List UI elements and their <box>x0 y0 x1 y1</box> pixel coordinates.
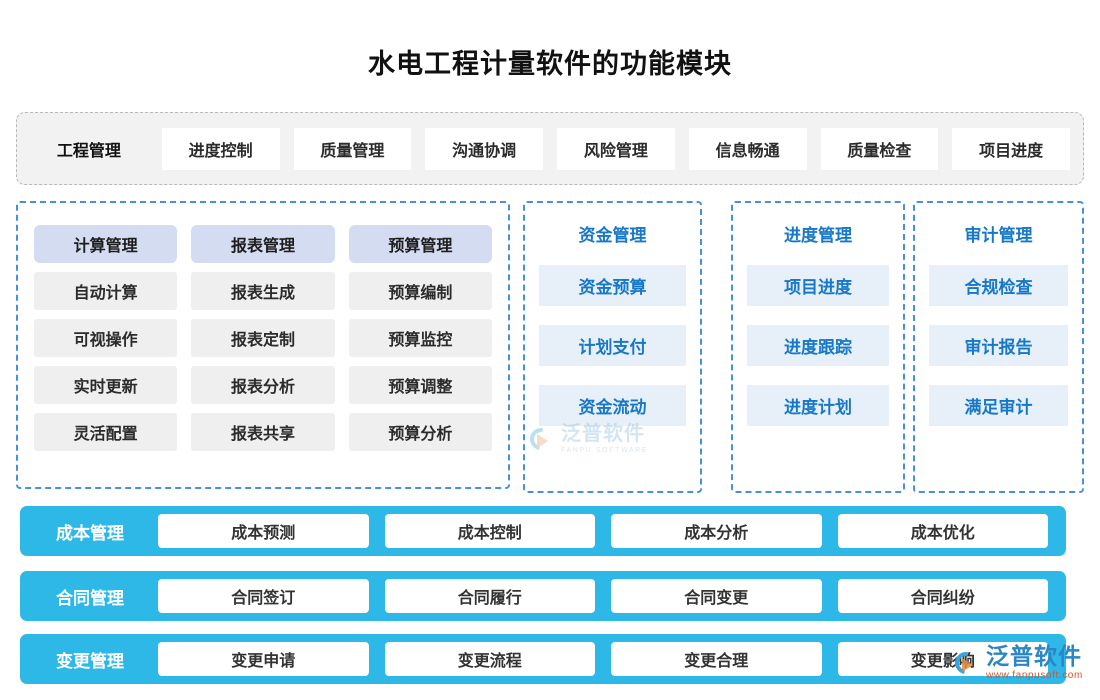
bottom-bar-item-2-1[interactable]: 变更流程 <box>384 642 595 676</box>
bottom-bar-change: 变更管理 变更申请变更流程变更合理变更影响 <box>20 634 1066 684</box>
bottom-bar-label-1: 合同管理 <box>56 588 124 608</box>
bottom-bar-item-0-2[interactable]: 成本分析 <box>611 514 822 548</box>
top-tab-6[interactable]: 质量检查 <box>820 127 939 170</box>
left-item-0-3[interactable]: 灵活配置 <box>34 413 178 451</box>
bottom-bar-item-1-0[interactable]: 合同签订 <box>158 579 369 613</box>
left-item-0-0[interactable]: 自动计算 <box>34 272 178 310</box>
blue-panel-item-2-1[interactable]: 审计报告 <box>929 325 1068 366</box>
bottom-bar-item-0-0[interactable]: 成本预测 <box>158 514 369 548</box>
left-item-2-0[interactable]: 预算编制 <box>348 272 492 310</box>
blue-panel-item-1-0[interactable]: 项目进度 <box>747 265 889 306</box>
blue-panel-item-1-2[interactable]: 进度计划 <box>747 385 889 426</box>
blue-panel-item-2-0[interactable]: 合规检查 <box>929 265 1068 306</box>
top-tab-7[interactable]: 项目进度 <box>952 127 1070 170</box>
left-column-header-2[interactable]: 预算管理 <box>348 225 492 263</box>
bottom-bar-item-0-3[interactable]: 成本优化 <box>837 514 1048 548</box>
blue-panel-header-2: 审计管理 <box>964 226 1033 245</box>
bottom-bar-item-2-2[interactable]: 变更合理 <box>611 642 822 676</box>
top-tab-5[interactable]: 信息畅通 <box>688 127 807 170</box>
schedule-management-panel: 进度管理项目进度进度跟踪进度计划 <box>731 201 905 493</box>
left-column-header-1[interactable]: 报表管理 <box>191 225 335 263</box>
bottom-bar-item-1-1[interactable]: 合同履行 <box>384 579 595 613</box>
top-tab-3[interactable]: 沟通协调 <box>425 127 543 170</box>
bottom-bar-cost: 成本管理 成本预测成本控制成本分析成本优化 <box>20 506 1066 556</box>
left-item-1-1[interactable]: 报表定制 <box>191 319 335 357</box>
blue-panel-item-2-2[interactable]: 满足审计 <box>929 385 1068 426</box>
fund-management-panel: 资金管理资金预算计划支付资金流动 <box>523 201 702 493</box>
left-column-2: 预算管理预算编制预算监控预算调整预算分析 <box>348 225 492 473</box>
bottom-bar-item-0-1[interactable]: 成本控制 <box>384 514 595 548</box>
bottom-bar-contract: 合同管理 合同签订合同履行合同变更合同纠纷 <box>20 571 1066 621</box>
bottom-bar-label-0: 成本管理 <box>56 523 124 543</box>
audit-management-panel: 审计管理合规检查审计报告满足审计 <box>913 201 1084 493</box>
left-column-header-0[interactable]: 计算管理 <box>34 225 178 263</box>
left-item-0-2[interactable]: 实时更新 <box>34 366 178 404</box>
top-tab-1[interactable]: 进度控制 <box>161 127 280 170</box>
left-item-2-1[interactable]: 预算监控 <box>348 319 492 357</box>
top-tab-strip: 工程管理 进度控制质量管理沟通协调风险管理信息畅通质量检查项目进度 <box>16 112 1084 185</box>
left-item-2-2[interactable]: 预算调整 <box>348 366 492 404</box>
blue-panel-item-1-1[interactable]: 进度跟踪 <box>747 325 889 366</box>
left-item-2-3[interactable]: 预算分析 <box>348 413 492 451</box>
left-item-1-3[interactable]: 报表共享 <box>191 413 335 451</box>
page-title: 水电工程计量软件的功能模块 <box>368 49 732 79</box>
blue-panel-item-0-1[interactable]: 计划支付 <box>539 325 686 366</box>
left-item-0-1[interactable]: 可视操作 <box>34 319 178 357</box>
blue-panel-header-0: 资金管理 <box>578 226 647 245</box>
blue-panel-header-1: 进度管理 <box>784 226 852 245</box>
bottom-bar-item-2-3[interactable]: 变更影响 <box>837 642 1048 676</box>
top-tab-4[interactable]: 风险管理 <box>557 127 675 170</box>
left-column-1: 报表管理报表生成报表定制报表分析报表共享 <box>191 225 335 473</box>
bottom-bar-item-2-0[interactable]: 变更申请 <box>158 642 369 676</box>
bottom-bar-label-2: 变更管理 <box>56 651 124 671</box>
top-tab-2[interactable]: 质量管理 <box>293 127 412 170</box>
left-column-0: 计算管理自动计算可视操作实时更新灵活配置 <box>34 225 178 473</box>
bottom-bar-item-1-2[interactable]: 合同变更 <box>611 579 822 613</box>
left-modules-panel: 计算管理自动计算可视操作实时更新灵活配置报表管理报表生成报表定制报表分析报表共享… <box>16 201 510 489</box>
blue-panel-item-0-2[interactable]: 资金流动 <box>539 385 686 426</box>
left-item-1-0[interactable]: 报表生成 <box>191 272 335 310</box>
left-item-1-2[interactable]: 报表分析 <box>191 366 335 404</box>
top-tab-0[interactable]: 工程管理 <box>56 142 121 160</box>
bottom-bar-item-1-3[interactable]: 合同纠纷 <box>837 579 1048 613</box>
blue-panel-item-0-0[interactable]: 资金预算 <box>539 265 686 306</box>
